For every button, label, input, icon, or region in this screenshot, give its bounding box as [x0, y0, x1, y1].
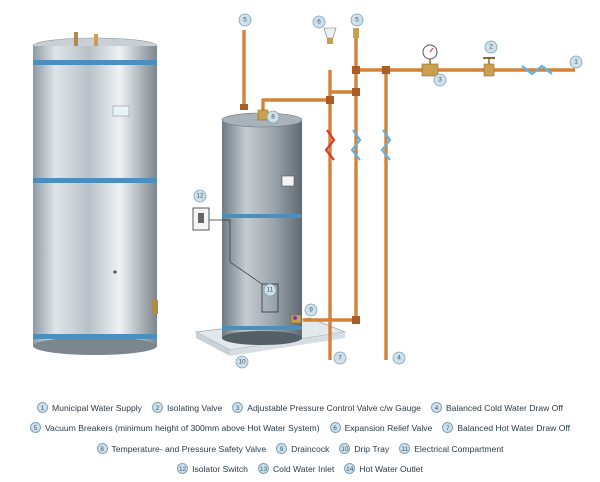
callout-label: 10 [238, 359, 246, 366]
legend-label: Hot Water Outlet [359, 463, 423, 474]
main-tank [221, 112, 303, 345]
pressure-gauge-icon [421, 44, 439, 77]
legend-badge: 2 [151, 402, 163, 413]
legend-badge: 6 [329, 422, 341, 433]
callout-label: 3 [438, 77, 442, 84]
legend-badge: 5 [29, 422, 41, 433]
callout-badges [193, 13, 583, 369]
callout-labels: 5 6 5 3 2 1 8 9 11 10 7 4 12 [196, 17, 578, 366]
callout-label: 11 [267, 287, 274, 294]
callout-label: 2 [489, 44, 493, 51]
legend-badge: 13 [257, 463, 269, 474]
legend-label: Expansion Relief Valve [344, 422, 433, 433]
cold-flow-arrow [350, 64, 553, 161]
callout-label: 7 [338, 355, 342, 362]
legend-badge: 4 [430, 402, 442, 413]
hot-water-system-diagram: 5 6 5 3 2 1 8 9 11 10 7 4 12 [32, 13, 583, 369]
legend-badge: 1 [37, 402, 49, 413]
callout-label: 12 [196, 193, 204, 200]
isolating-valve-icon [483, 57, 495, 77]
legend-badge: 8 [96, 443, 108, 454]
callout-label: 5 [355, 17, 359, 24]
legend-label: Balanced Hot Water Draw Off [457, 422, 571, 433]
callout-label: 1 [574, 59, 578, 66]
draincock [290, 314, 302, 324]
legend-label: Cold Water Inlet [272, 463, 335, 474]
legend-badge: 3 [232, 402, 244, 413]
tp-safety-valve [257, 109, 269, 121]
legend-label: Isolating Valve [166, 402, 223, 413]
legend-label: Adjustable Pressure Control Valve c/w Ga… [247, 402, 421, 413]
legend-badge: 12 [177, 463, 189, 474]
expansion-relief-valve-icon [323, 27, 337, 44]
legend-badge: 9 [276, 443, 288, 454]
legend-label: Isolator Switch [192, 463, 248, 474]
isolator-switch-icon [192, 207, 263, 285]
hot-flow-arrow [324, 129, 336, 161]
callout-label: 5 [243, 17, 247, 24]
legend-badge: 7 [442, 422, 454, 433]
legend-label: Vacuum Breakers (minimum height of 300mm… [44, 422, 320, 433]
legend-label: Balanced Cold Water Draw Off [445, 402, 563, 413]
callout-label: 4 [397, 355, 401, 362]
legend-badge: 10 [339, 443, 351, 454]
standalone-tank [32, 32, 158, 355]
callout-label: 9 [309, 307, 313, 314]
legend-label: Municipal Water Supply [52, 402, 142, 413]
vacuum-breaker-icon [353, 28, 359, 38]
callout-label: 6 [317, 19, 321, 26]
callout-label: 8 [271, 114, 275, 121]
legend-label: Drip Tray [354, 443, 390, 454]
legend-label: Electrical Compartment [414, 443, 504, 454]
legend-badge: 11 [399, 443, 411, 454]
legend-label: Draincock [291, 443, 330, 454]
legend-label: Temperature- and Pressure Safety Valve [111, 443, 267, 454]
legend-badge: 14 [344, 463, 356, 474]
